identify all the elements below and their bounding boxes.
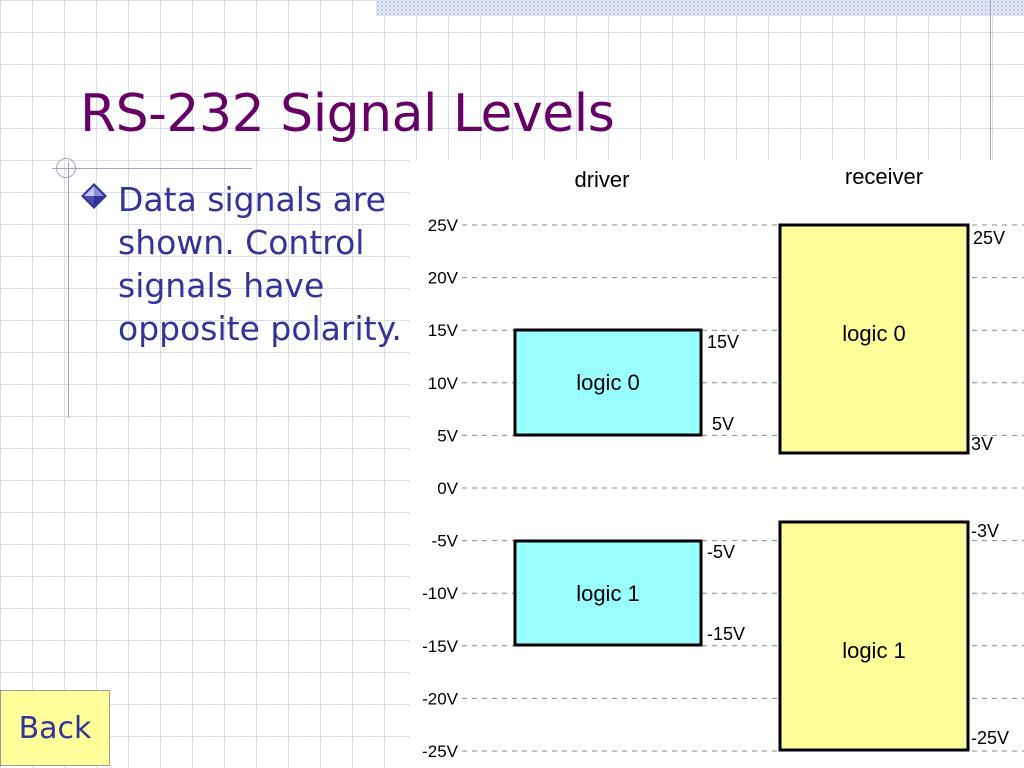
axis-tick-label: 5V (437, 426, 458, 445)
driver-logic0-label: logic 0 (576, 370, 640, 395)
driver-logic1-top-label: -5V (707, 542, 735, 562)
receiver-logic1-label: logic 1 (842, 638, 906, 663)
receiver-logic0-bottom-label: 3V (971, 434, 993, 454)
signal-level-svg: 25V 20V 15V 10V 5V 0V -5V -10V -15V -20V -25V driv… (422, 164, 1024, 761)
decor-vertical-line-left (68, 162, 69, 418)
bullet-text: Data signals are shown. Control signals … (118, 180, 402, 348)
signal-level-diagram: 25V 20V 15V 10V 5V 0V -5V -10V -15V -20V -25V driv… (410, 160, 1024, 768)
axis-tick-label: 20V (428, 269, 459, 288)
driver-logic0-box (513, 328, 703, 437)
axis-tick-label: -10V (422, 584, 459, 603)
receiver-heading: receiver (845, 164, 923, 189)
receiver-logic1-box (778, 520, 970, 752)
decor-ring-icon (56, 158, 76, 178)
diamond-bullet-icon (81, 183, 107, 209)
decor-horizontal-line (52, 168, 252, 169)
driver-heading: driver (574, 167, 629, 192)
axis-tick-label: -15V (422, 637, 459, 656)
axis-tick-label: 10V (428, 374, 459, 393)
axis-tick-label: -25V (422, 742, 459, 761)
axis-tick-label: 0V (437, 479, 458, 498)
receiver-logic0-label: logic 0 (842, 321, 906, 346)
receiver-logic0-top-label: 25V (973, 228, 1005, 248)
axis-tick-label: 25V (428, 216, 459, 235)
driver-logic1-label: logic 1 (576, 581, 640, 606)
driver-logic1-bottom-label: -15V (707, 624, 745, 644)
axis-tick-label: 15V (428, 321, 459, 340)
header-pattern-bar (376, 0, 1024, 16)
driver-logic0-top-label: 15V (707, 332, 739, 352)
receiver-logic1-bottom-label: -25V (971, 728, 1009, 748)
driver-logic1-box (513, 539, 703, 647)
decor-vertical-line-right (990, 0, 991, 160)
driver-logic0-bottom-label: 5V (712, 414, 734, 434)
axis-tick-label: -5V (432, 532, 459, 551)
receiver-logic0-box (778, 223, 970, 455)
axis-tick-labels: 25V 20V 15V 10V 5V 0V -5V -10V -15V -20V -25V (422, 216, 459, 761)
slide-title: RS-232 Signal Levels (80, 84, 615, 144)
axis-tick-label: -20V (422, 689, 459, 708)
back-button[interactable]: Back (0, 690, 110, 766)
receiver-logic1-top-label: -3V (971, 521, 999, 541)
